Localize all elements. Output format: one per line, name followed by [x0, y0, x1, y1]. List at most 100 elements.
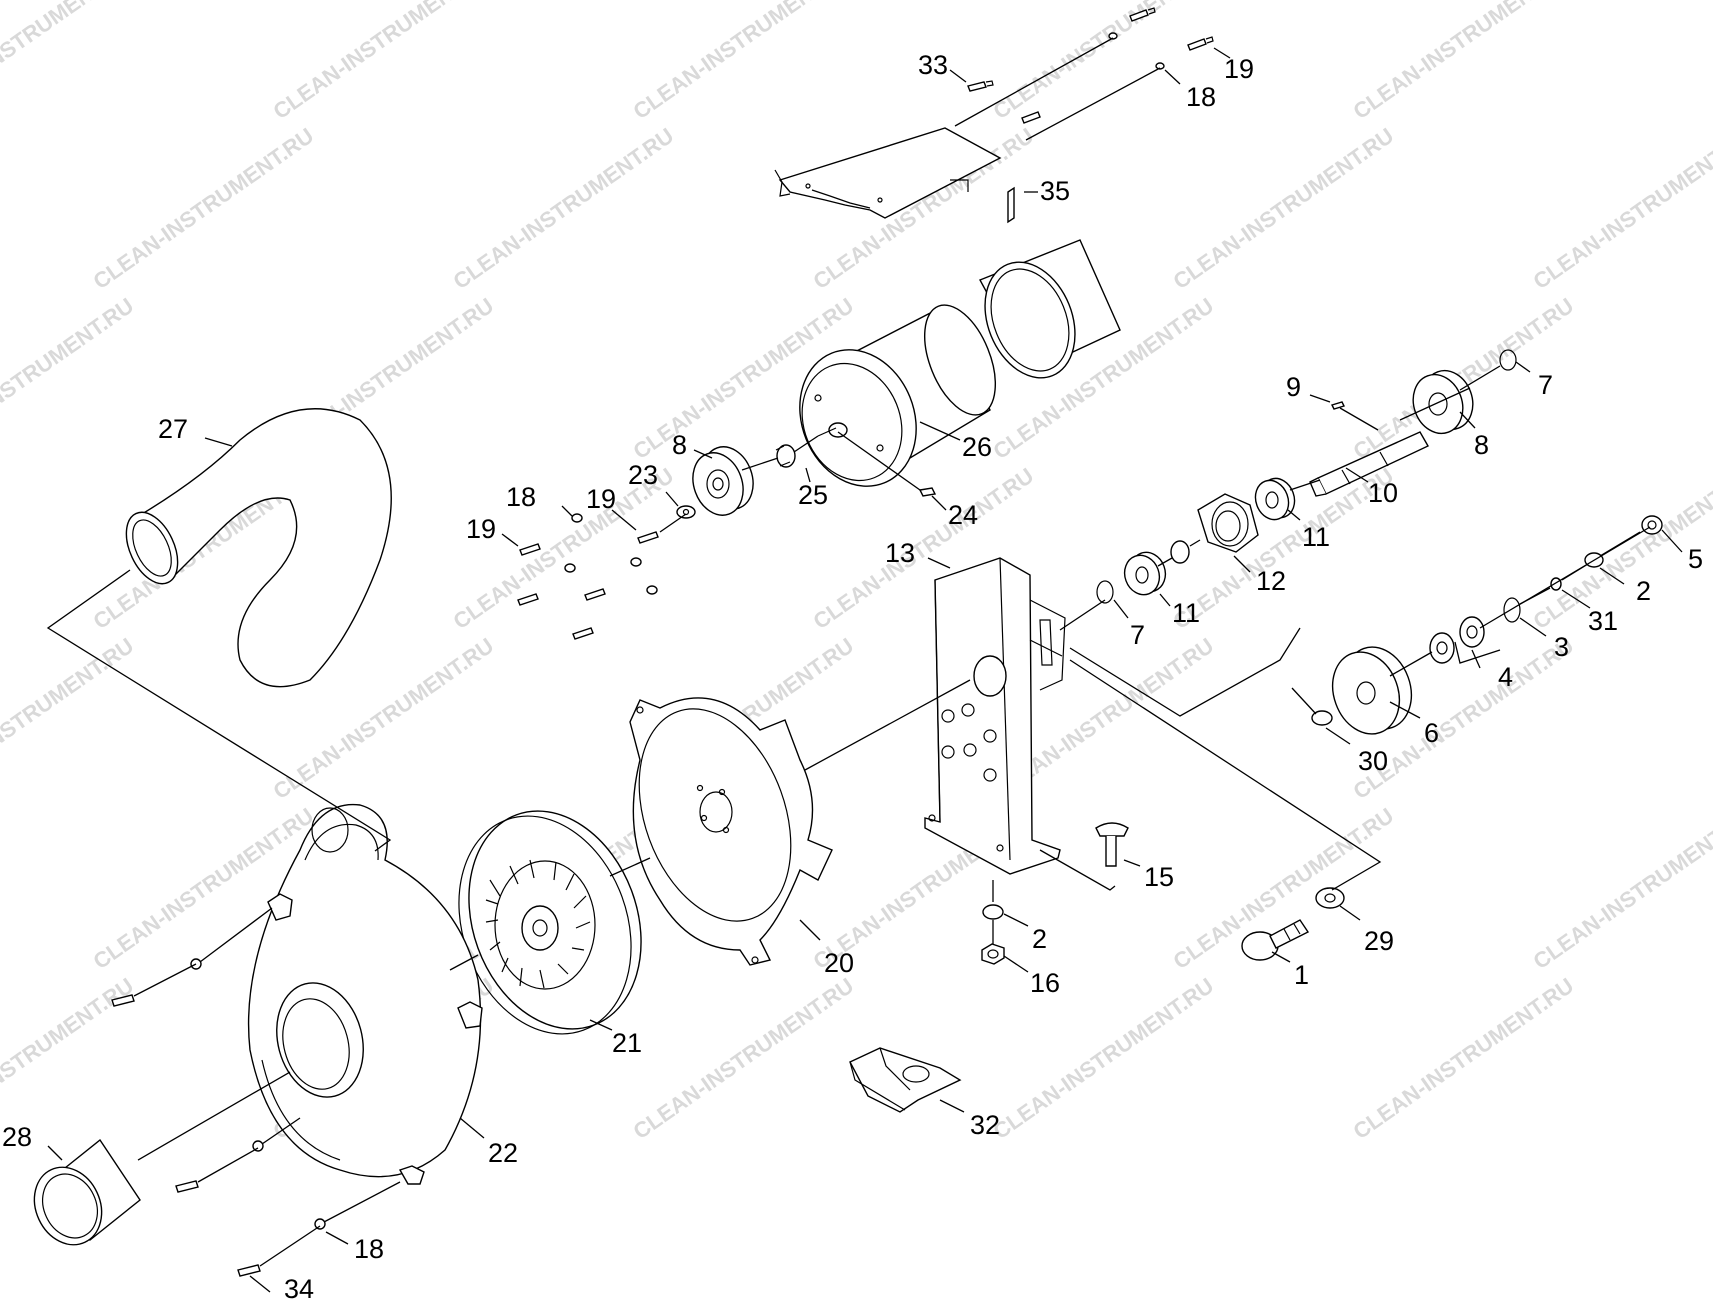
- label-27: 27: [158, 414, 188, 444]
- label-22: 22: [488, 1138, 518, 1168]
- watermark-text: CLEAN-INSTRUMENT.RU: [0, 633, 138, 804]
- watermark-text: CLEAN-INSTRUMENT.RU: [629, 973, 859, 1144]
- washer-30: [1311, 710, 1333, 726]
- label-33: 33: [918, 50, 948, 80]
- label-25: 25: [798, 480, 828, 510]
- screw-33: [967, 80, 994, 92]
- pulley-6: [1331, 646, 1413, 735]
- fan-housing-22: [247, 803, 483, 1185]
- label-2-lower: 2: [1032, 924, 1047, 954]
- label-26: 26: [962, 432, 992, 462]
- key-9: [1331, 401, 1345, 410]
- label-11-lower: 11: [1172, 598, 1200, 628]
- watermark-text: CLEAN-INSTRUMENT.RU: [989, 973, 1219, 1144]
- label-leaders: [47, 47, 1683, 1293]
- bearings-4: [1429, 616, 1485, 664]
- label-8-right: 8: [1474, 430, 1489, 460]
- label-11-upper: 11: [1302, 522, 1330, 552]
- label-31: 31: [1588, 606, 1618, 636]
- label-9: 9: [1286, 372, 1301, 402]
- label-34: 34: [284, 1274, 314, 1304]
- watermark-text: CLEAN-INSTRUMENT.RU: [989, 0, 1219, 124]
- watermark-text: CLEAN-INSTRUMENT.RU: [1349, 0, 1579, 124]
- watermark-text: CLEAN-INSTRUMENT.RU: [1529, 123, 1713, 294]
- label-5: 5: [1688, 544, 1703, 574]
- ring-7-lower: [1096, 580, 1114, 604]
- bolt-1: [1241, 919, 1310, 961]
- label-6: 6: [1424, 718, 1439, 748]
- label-7-top: 7: [1538, 370, 1553, 400]
- watermark-text: CLEAN-INSTRUMENT.RU: [1529, 463, 1713, 634]
- screws-left-cluster: [517, 513, 659, 640]
- washer-29: [1315, 887, 1345, 909]
- label-35: 35: [1040, 176, 1070, 206]
- washer-31: [1550, 577, 1562, 591]
- washer-23: [676, 505, 696, 519]
- label-3: 3: [1554, 632, 1569, 662]
- label-1: 1: [1294, 960, 1309, 990]
- ring-3: [1503, 597, 1521, 623]
- sleeve: [979, 239, 1121, 379]
- bearing-11-lower: [1123, 551, 1167, 596]
- screw-19-top: [1187, 36, 1214, 51]
- bracket-32: [849, 1047, 962, 1113]
- hose-27: [125, 408, 392, 688]
- fan-impeller-21: [458, 810, 642, 1035]
- bolt-15: [1095, 822, 1129, 867]
- label-21: 21: [612, 1028, 642, 1058]
- spacer-25: [775, 444, 796, 468]
- watermark-text: CLEAN-INSTRUMENT.RU: [269, 0, 499, 124]
- label-23: 23: [628, 460, 658, 490]
- key-35: [1007, 186, 1015, 224]
- label-28: 28: [2, 1122, 32, 1152]
- spacer-small: [1170, 540, 1190, 564]
- label-18-top: 18: [1186, 82, 1216, 112]
- watermark-text: CLEAN-INSTRUMENT.RU: [1349, 973, 1579, 1144]
- back-plate-20: [629, 697, 833, 966]
- bracket-13: [924, 557, 1066, 875]
- label-24: 24: [948, 500, 978, 530]
- label-15: 15: [1144, 862, 1174, 892]
- key-24: [918, 487, 937, 497]
- pulley-8-left: [692, 446, 754, 516]
- label-8-left: 8: [672, 430, 687, 460]
- pulley-8-right: [1412, 369, 1474, 435]
- screw-middle-top: [1021, 111, 1041, 124]
- ring-7-top: [1499, 349, 1517, 371]
- watermark-text: CLEAN-INSTRUMENT.RU: [0, 293, 138, 464]
- watermark-text: CLEAN-INSTRUMENT.RU: [449, 123, 679, 294]
- label-30: 30: [1358, 746, 1388, 776]
- label-18-bottom: 18: [354, 1234, 384, 1264]
- watermark-text: CLEAN-INSTRUMENT.RU: [89, 123, 319, 294]
- label-18-left: 18: [506, 482, 536, 512]
- washer-2-lower: [982, 904, 1004, 920]
- label-13: 13: [885, 538, 915, 568]
- label-10: 10: [1368, 478, 1398, 508]
- watermark-text: CLEAN-INSTRUMENT.RU: [629, 0, 859, 124]
- label-20: 20: [824, 948, 854, 978]
- label-16: 16: [1030, 968, 1060, 998]
- label-4: 4: [1498, 662, 1513, 692]
- assembly-lines: [46, 387, 1641, 971]
- label-19-left: 19: [466, 514, 496, 544]
- label-19-mid: 19: [586, 484, 616, 514]
- label-7-lower: 7: [1130, 620, 1145, 650]
- watermark-text: CLEAN-INSTRUMENT.RU: [1169, 123, 1399, 294]
- label-32: 32: [970, 1110, 1000, 1140]
- bearing-11-upper: [1254, 477, 1296, 521]
- washer-top-a: [1108, 32, 1118, 40]
- nut-12: [1197, 493, 1259, 553]
- label-19-top: 19: [1224, 54, 1254, 84]
- washer-18-top: [1155, 62, 1165, 70]
- nut-5: [1641, 515, 1663, 535]
- guard-plate: [774, 127, 1002, 219]
- label-2-right: 2: [1636, 576, 1651, 606]
- motor-26: [799, 304, 996, 487]
- label-29: 29: [1364, 926, 1394, 956]
- watermark-text: CLEAN-INSTRUMENT.RU: [0, 0, 138, 124]
- watermark-text: CLEAN-INSTRUMENT.RU: [1529, 803, 1713, 974]
- screw-top-right: [1129, 7, 1156, 22]
- label-12: 12: [1256, 566, 1286, 596]
- inlet-tube-28: [33, 1138, 141, 1246]
